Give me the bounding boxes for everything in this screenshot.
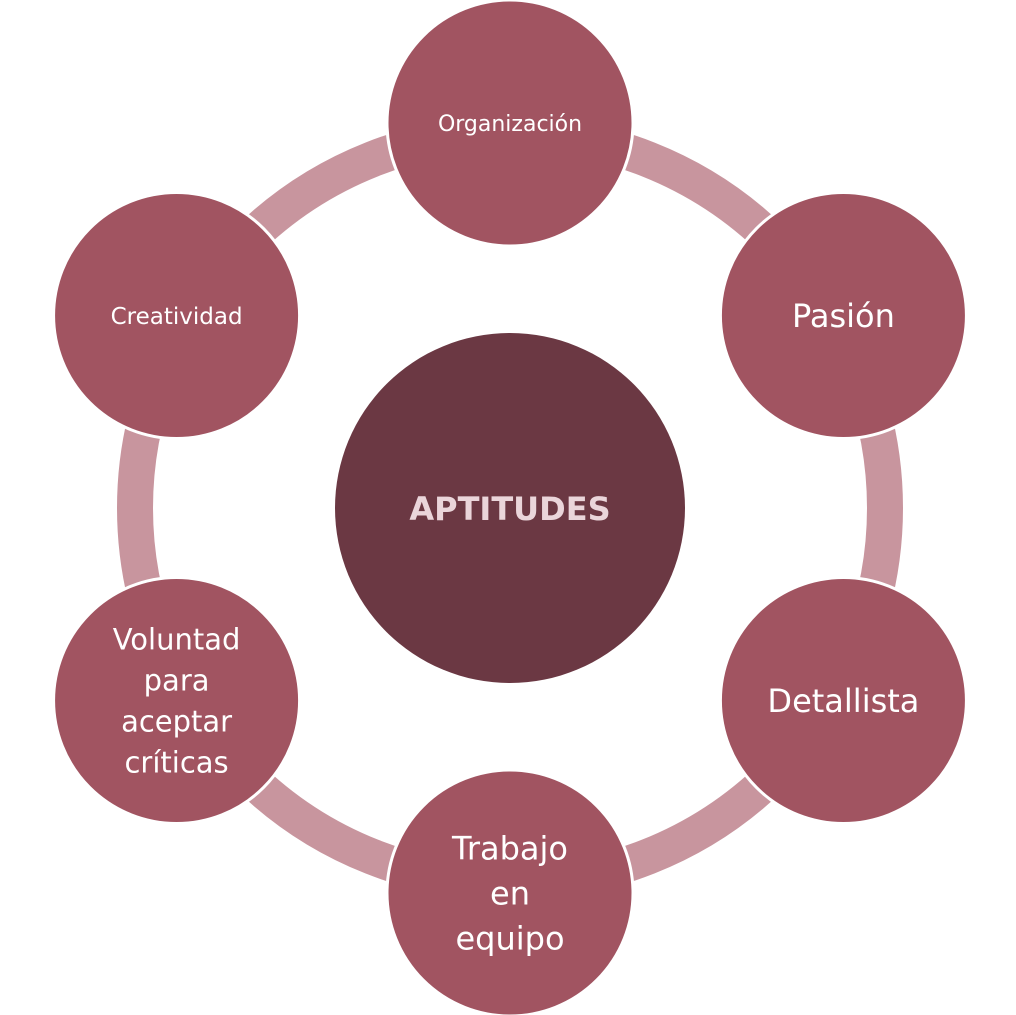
node-label-voluntad: para [144,663,210,697]
node-circle-creatividad [52,191,302,440]
node-circle-detallista [718,576,968,825]
node-circle-pasion [718,191,968,440]
node-label-trabajo-en-equipo: equipo [455,920,564,958]
node-label-voluntad: Voluntad [113,622,241,656]
node-circle-voluntad [52,576,302,825]
center-label: APTITUDES [409,490,610,528]
node-label-voluntad: aceptar [121,704,232,738]
node-label-voluntad: críticas [124,745,228,779]
center-circle [335,333,685,683]
node-label-detallista: Detallista [767,682,919,720]
node-circle-organizacion [385,0,635,248]
node-label-trabajo-en-equipo: en [490,875,530,913]
node-label-creatividad: Creatividad [111,304,243,330]
node-label-organizacion: Organización [438,112,582,137]
node-label-trabajo-en-equipo: Trabajo [451,830,568,868]
node-label-pasion: Pasión [792,297,895,335]
node-circle-trabajo-en-equipo [385,768,635,1015]
